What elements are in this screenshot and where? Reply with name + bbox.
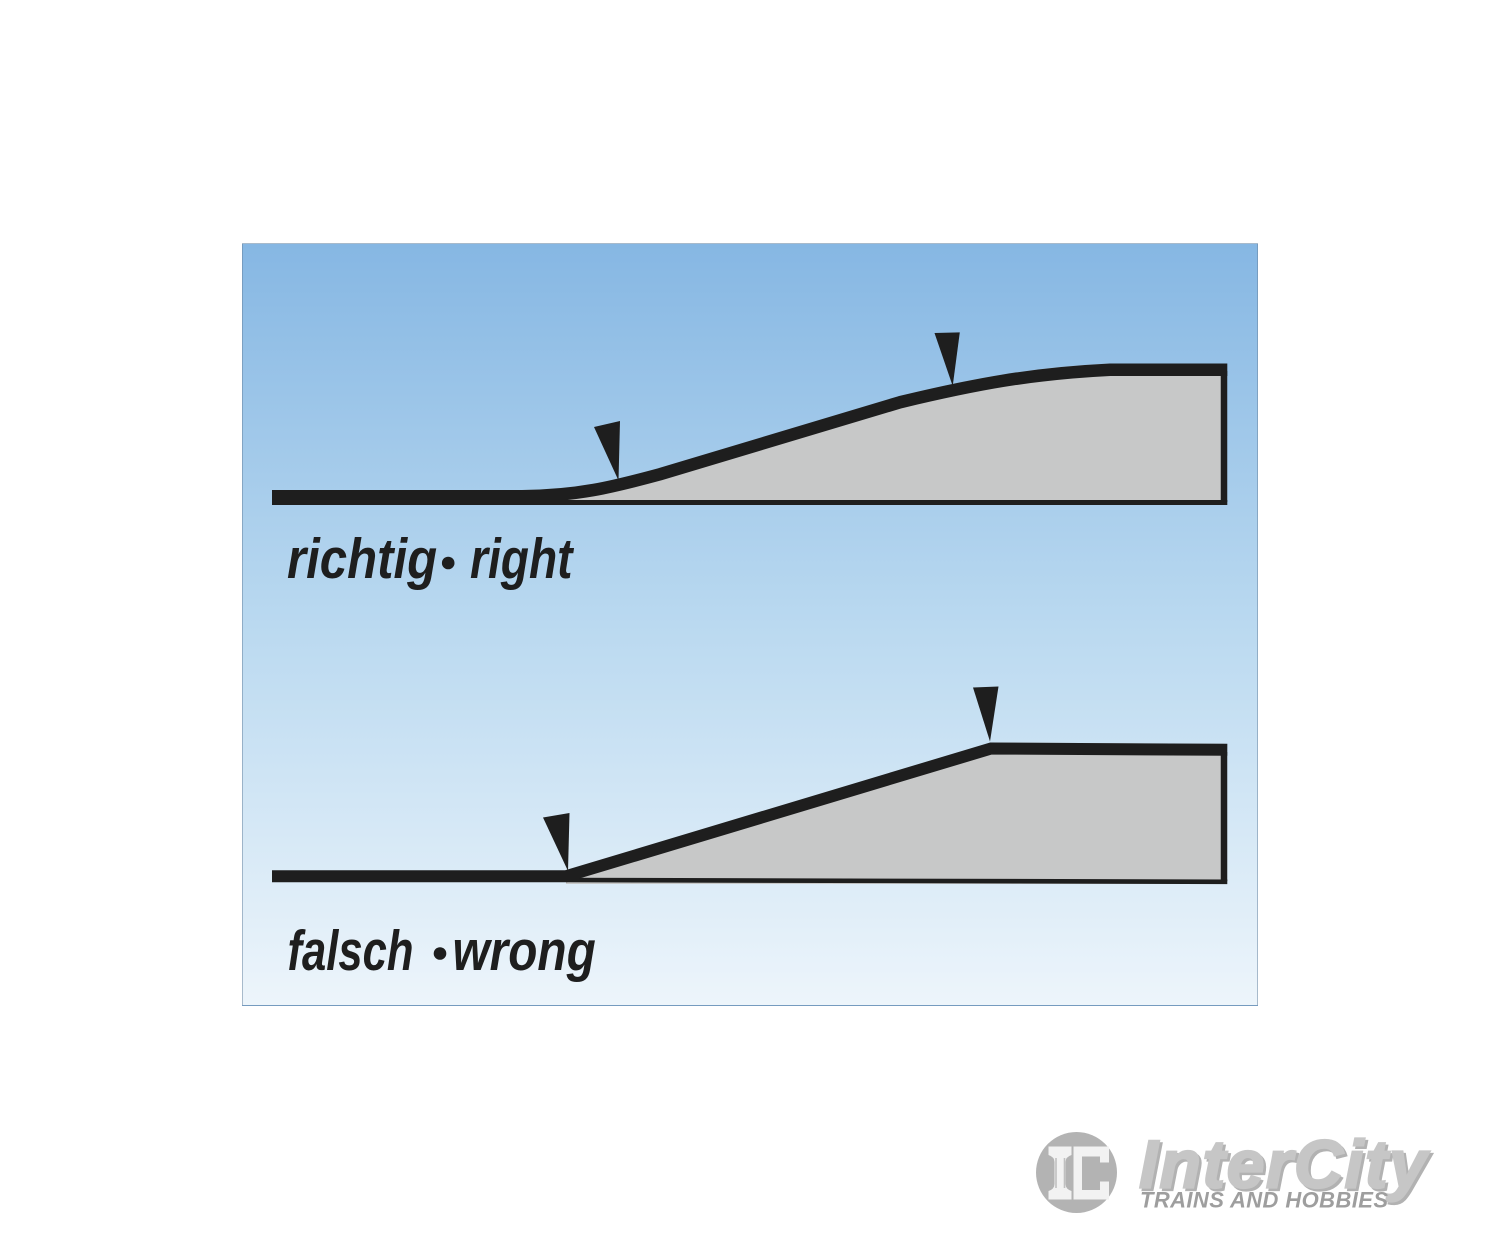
svg-text:InterCity: InterCity [1142, 1129, 1433, 1205]
svg-text:wrong: wrong [453, 919, 596, 983]
svg-text:TRAINS AND HOBBIES: TRAINS AND HOBBIES [1140, 1188, 1388, 1213]
svg-text:richtig: richtig [287, 528, 437, 591]
svg-text:InterCity: InterCity [1139, 1127, 1430, 1203]
svg-text:falsch: falsch [288, 918, 414, 982]
svg-text:right: right [470, 526, 575, 590]
